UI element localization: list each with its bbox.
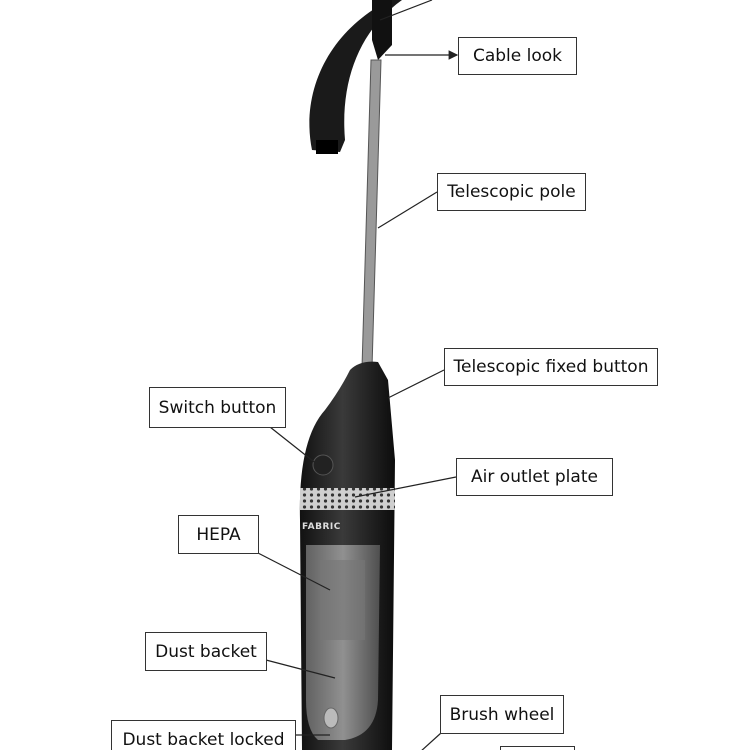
switch-button-shape — [312, 454, 334, 476]
label-dust-backet-locked: Dust backet locked — [111, 720, 296, 750]
label-brush-wheel: Brush wheel — [440, 695, 564, 734]
label-hepa: HEPA — [178, 515, 259, 554]
label-switch-button: Switch button — [149, 387, 286, 428]
label-dust-backet: Dust backet — [145, 632, 267, 671]
label-cable-look: Cable look — [458, 37, 577, 75]
label-air-outlet-plate: Air outlet plate — [456, 458, 613, 496]
handle-tip — [316, 140, 338, 154]
label-telescopic-pole: Telescopic pole — [437, 173, 586, 211]
brand-logo: FABRIC — [302, 522, 341, 532]
handle — [309, 0, 402, 152]
label-partial-offscreen — [500, 746, 575, 750]
telescopic-pole — [361, 59, 382, 369]
label-telescopic-fixed-button: Telescopic fixed button — [444, 348, 658, 386]
